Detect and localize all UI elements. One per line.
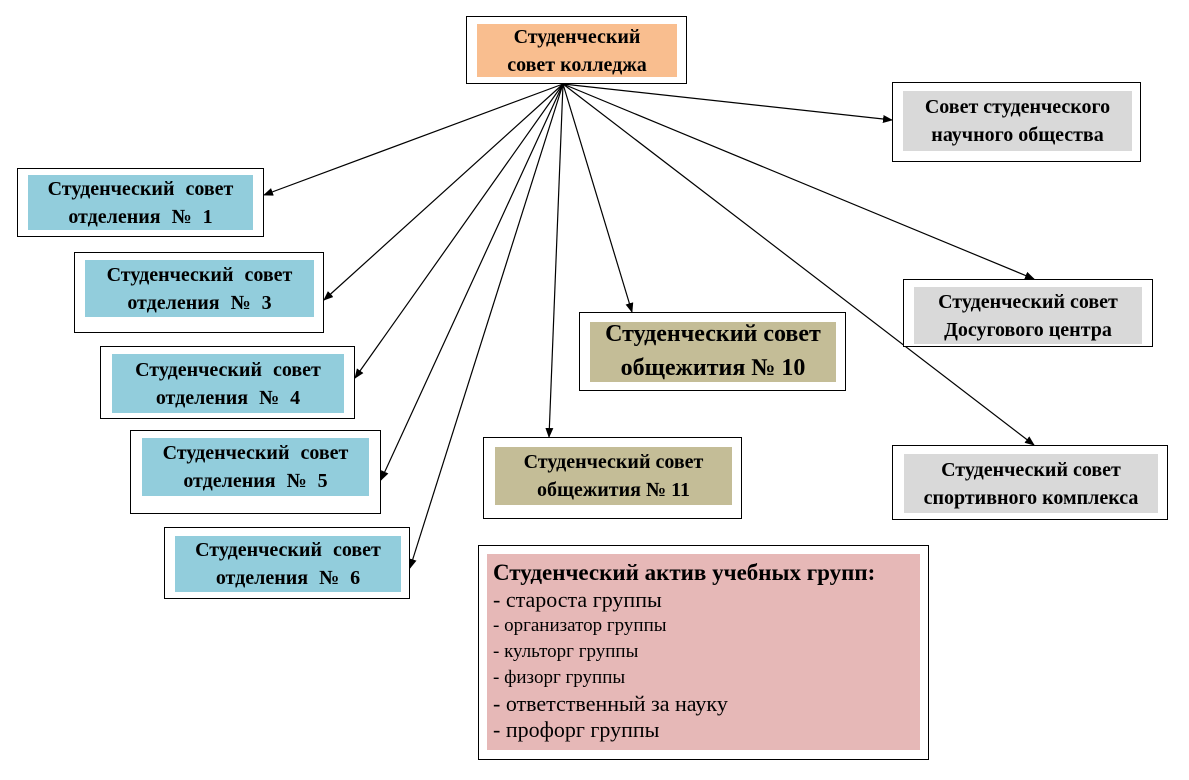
- arrow-to-department-1: [263, 83, 564, 196]
- node-department-3: Студенческий совет отделения № 3: [74, 252, 324, 333]
- arrow-to-department-6: [408, 83, 564, 569]
- node-label-line1: Студенческий совет: [195, 539, 381, 561]
- node-college-council: Студенческий совет колледжа: [466, 16, 687, 84]
- arrow-to-dormitory-11: [545, 83, 564, 438]
- activ-item: - физорг группы: [493, 667, 626, 688]
- node-label-line1: Студенческий совет: [605, 321, 821, 348]
- node-label-line1: Студенческий совет: [941, 458, 1121, 481]
- node-label-line2: отделения № 1: [68, 205, 213, 228]
- activ-item: - староста группы: [493, 587, 662, 612]
- node-department-4: Студенческий совет отделения № 4: [100, 346, 355, 419]
- activ-item: - ответственный за науку: [493, 691, 728, 716]
- arrow-to-department-4: [354, 83, 564, 379]
- node-label-line1: Студенческий совет: [106, 263, 293, 286]
- node-label-line2: общежития № 10: [620, 355, 806, 381]
- node-label-line1: Студенческий: [513, 25, 641, 48]
- node-label-line2: отделения № 6: [215, 567, 361, 589]
- arrow-to-department-3: [323, 83, 564, 301]
- node-label-line1: Совет студенческого: [924, 96, 1111, 118]
- node-label-line1: Студенческий совет: [135, 358, 321, 381]
- activ-title: Студенческий актив учебных групп:: [493, 560, 876, 585]
- node-department-1: Студенческий совет отделения № 1: [17, 168, 264, 237]
- node-label-line1: Студенческий совет: [162, 442, 349, 464]
- activ-item: - культорг группы: [493, 641, 639, 662]
- arrow-to-scientific-society: [562, 83, 893, 123]
- node-dormitory-11: Студенческий совет общежития № 11: [483, 437, 742, 519]
- node-label-line2: Досугового центра: [944, 318, 1112, 341]
- arrow-to-department-5: [380, 83, 564, 481]
- node-department-6: Студенческий совет отделения № 6: [164, 527, 410, 599]
- node-label-line1: Студенческий совет: [47, 177, 234, 200]
- node-label-line2: спортивного комплекса: [923, 486, 1139, 509]
- arrow-to-sports-complex: [562, 83, 1035, 446]
- node-department-5: Студенческий совет отделения № 5: [130, 430, 381, 514]
- node-label-line2: общежития № 11: [537, 479, 690, 501]
- node-label-line2: отделения № 4: [155, 386, 301, 409]
- node-label-line1: Студенческий совет: [523, 451, 704, 473]
- node-label-line2: научного общества: [931, 124, 1104, 146]
- node-sports-complex: Студенческий совет спортивного комплекса: [892, 445, 1168, 520]
- arrow-to-leisure-center: [562, 83, 1035, 280]
- node-group-activ: Студенческий актив учебных групп: - стар…: [478, 545, 929, 760]
- node-label-line2: отделения № 5: [183, 470, 328, 492]
- arrow-to-dormitory-10: [562, 83, 634, 313]
- node-scientific-society: Совет студенческого научного общества: [892, 82, 1141, 162]
- node-label-line2: совет колледжа: [507, 53, 647, 76]
- activ-item: - профорг группы: [493, 717, 660, 742]
- node-label-line2: отделения № 3: [127, 291, 272, 314]
- node-leisure-center: Студенческий совет Досугового центра: [903, 279, 1153, 347]
- node-label-line1: Студенческий совет: [938, 290, 1118, 313]
- activ-item: - организатор группы: [493, 615, 667, 636]
- node-dormitory-10: Студенческий совет общежития № 10: [579, 312, 846, 391]
